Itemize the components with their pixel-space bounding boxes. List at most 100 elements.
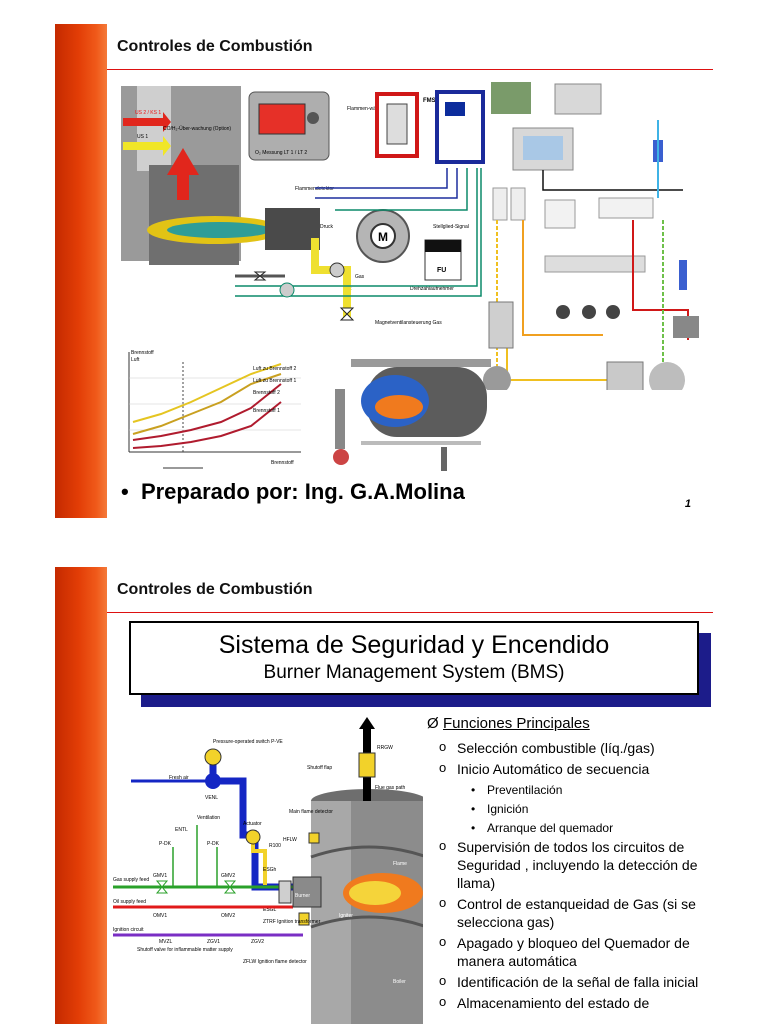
chart-label-curve3: Brennstoff 2 (253, 390, 280, 396)
label-oil-feed: Oil supply feed (113, 899, 146, 905)
label-esgh: ESGh (263, 867, 277, 873)
arrow-bullet-icon: Ø (427, 715, 439, 732)
label-fresh-air: Fresh air (169, 775, 189, 781)
label-flame-guard: Flammen-wächter (347, 106, 387, 112)
slide-title: Controles de Combustión (117, 38, 313, 55)
label-fms: FMS (423, 98, 436, 104)
title-divider (107, 612, 713, 613)
chart-legend-fuel: Brennstoff (131, 350, 154, 356)
function-subitem: Preventilación (427, 781, 713, 800)
label-venl: VENL (205, 795, 218, 801)
label-ventilation: Ventilation (197, 815, 220, 821)
label-pdk-2: P-DK (207, 841, 220, 847)
chart-curve-air-fuel-2 (132, 363, 282, 423)
function-items: Selección combustible (líq./gas) Inicio A… (427, 738, 713, 1012)
label-ignition-circuit: Ignition circuit (113, 927, 144, 933)
page-gap (0, 518, 768, 567)
label-flame-detector: Flammendetektor (295, 186, 334, 192)
boiler-cutaway-illustration (333, 359, 491, 471)
pump-motor-photo (649, 362, 685, 390)
actuator-icon (245, 829, 261, 845)
slide-title: Controles de Combustión (117, 581, 313, 598)
burner-unit (292, 876, 322, 908)
photo-operator (491, 82, 531, 114)
combustion-control-schematic: US 2 / KS 1 CO/H₂-Über-wachung (Option) … (121, 86, 485, 326)
label-gas-feed: Gas supply feed (113, 877, 149, 883)
function-item: Identificación de la señal de falla inic… (427, 972, 713, 991)
function-item: Inicio Automático de secuencia (427, 759, 713, 778)
label-ztrf: ZTRF Ignition transformer (263, 919, 321, 925)
label-actuator: Actuator (243, 821, 262, 827)
label-o2: O₂ Messung LT 1 / LT 2 (255, 150, 307, 156)
fan-icon (205, 773, 221, 789)
label-signal: Stellglied-Signal (433, 224, 469, 230)
label-shutoff-flap: Shutoff flap (307, 765, 332, 771)
slide-1: Controles de Combustión US 2 / KS 1 CO/H… (55, 24, 713, 518)
gas-valve-icon (339, 307, 355, 321)
bms-title-box: Sistema de Seguridad y Encendido Burner … (129, 621, 699, 695)
label-motor: M (378, 230, 388, 244)
chart-curve-fuel-2 (132, 383, 282, 441)
function-item: Selección combustible (líq./gas) (427, 738, 713, 757)
bullet-dot: • (121, 479, 141, 504)
label-mvzl: MVZL (159, 939, 173, 945)
function-subitem: Arranque del quemador (427, 819, 713, 838)
label-magnet: Magnetventilansteuerung Gas (375, 320, 442, 326)
network-hardware-illustration (483, 82, 703, 390)
label-zflw: ZFLW Ignition flame detector (243, 959, 307, 965)
label-boiler: Boiler (393, 979, 406, 985)
boiler-flame (375, 395, 423, 419)
chart-curve-air-fuel-1 (132, 373, 282, 435)
function-item: Almacenamiento del estado de (427, 993, 713, 1012)
label-us: US 2 / KS 1 (135, 110, 161, 116)
page-number: 1 (684, 498, 691, 510)
label-rrgw: RRGW (377, 745, 393, 751)
sensor-arrow-red (123, 112, 171, 132)
label-omv2: OMV2 (221, 913, 235, 919)
motor-icon (370, 223, 396, 249)
vfd-icon (488, 301, 514, 349)
chart-label-curve2: Luft zu Brennstoff 1 (253, 378, 296, 384)
label-zgv2: ZGV2 (251, 939, 264, 945)
function-item: Control de estanqueidad de Gas (si se se… (427, 894, 713, 931)
motor-photo (483, 366, 511, 390)
chart-label-curve4: Brennstoff 1 (253, 408, 280, 414)
chart-curve-fuel-1 (132, 401, 282, 449)
function-item: Supervisión de todos los circuitos de Se… (427, 837, 713, 892)
o2-analyzer-knob (307, 112, 319, 124)
label-flue-gas: Flue gas path (375, 785, 406, 791)
label-omv1: OMV1 (153, 913, 167, 919)
remote-hmi-icon (554, 83, 602, 115)
flame-inner (167, 222, 271, 238)
label-esgl: ESGL (263, 907, 277, 913)
label-r100: R100 (269, 843, 281, 849)
chart-axis-x-label: Brennstoff (271, 460, 294, 466)
label-shutoff-valve: Shutoff valve for inflammable matter sup… (137, 947, 233, 953)
label-gas: Gas (355, 274, 365, 280)
label-pdk-1: P-DK (159, 841, 172, 847)
furnace-chamber (149, 165, 239, 265)
chart-label-curve1: Luft zu Brennstoff 2 (253, 366, 296, 372)
label-igniter: Igniter (339, 913, 353, 919)
slide-2: Controles de Combustión Sistema de Segur… (55, 567, 713, 1024)
burner-block (265, 208, 320, 250)
chart-legend-air: Luft (131, 357, 140, 363)
label-pressure-switch: Pressure-operated switch P-VE (213, 739, 283, 745)
label-entl: ENTL (175, 827, 188, 833)
label-flame: Flame (393, 861, 407, 867)
label-gmv1: GMV1 (153, 873, 167, 879)
author-text: Preparado por: Ing. G.A.Molina (140, 479, 465, 504)
label-zgv1: ZGV1 (207, 939, 220, 945)
functions-heading-text: Funciones Principales (443, 715, 590, 732)
o2-analyzer-display (258, 103, 306, 135)
bms-title: Sistema de Seguridad y Encendido (218, 631, 610, 659)
gas-motor-icon (329, 262, 345, 278)
sensor-arrow-yellow (123, 136, 171, 156)
label-hflw: HFLW (283, 837, 297, 843)
label-fu: FU (437, 267, 446, 274)
gas-valve-photo (673, 316, 699, 338)
slide-side-bar (55, 24, 107, 518)
bms-subtitle: Burner Management System (BMS) (263, 662, 565, 683)
label-us1: US 1 (137, 134, 148, 140)
